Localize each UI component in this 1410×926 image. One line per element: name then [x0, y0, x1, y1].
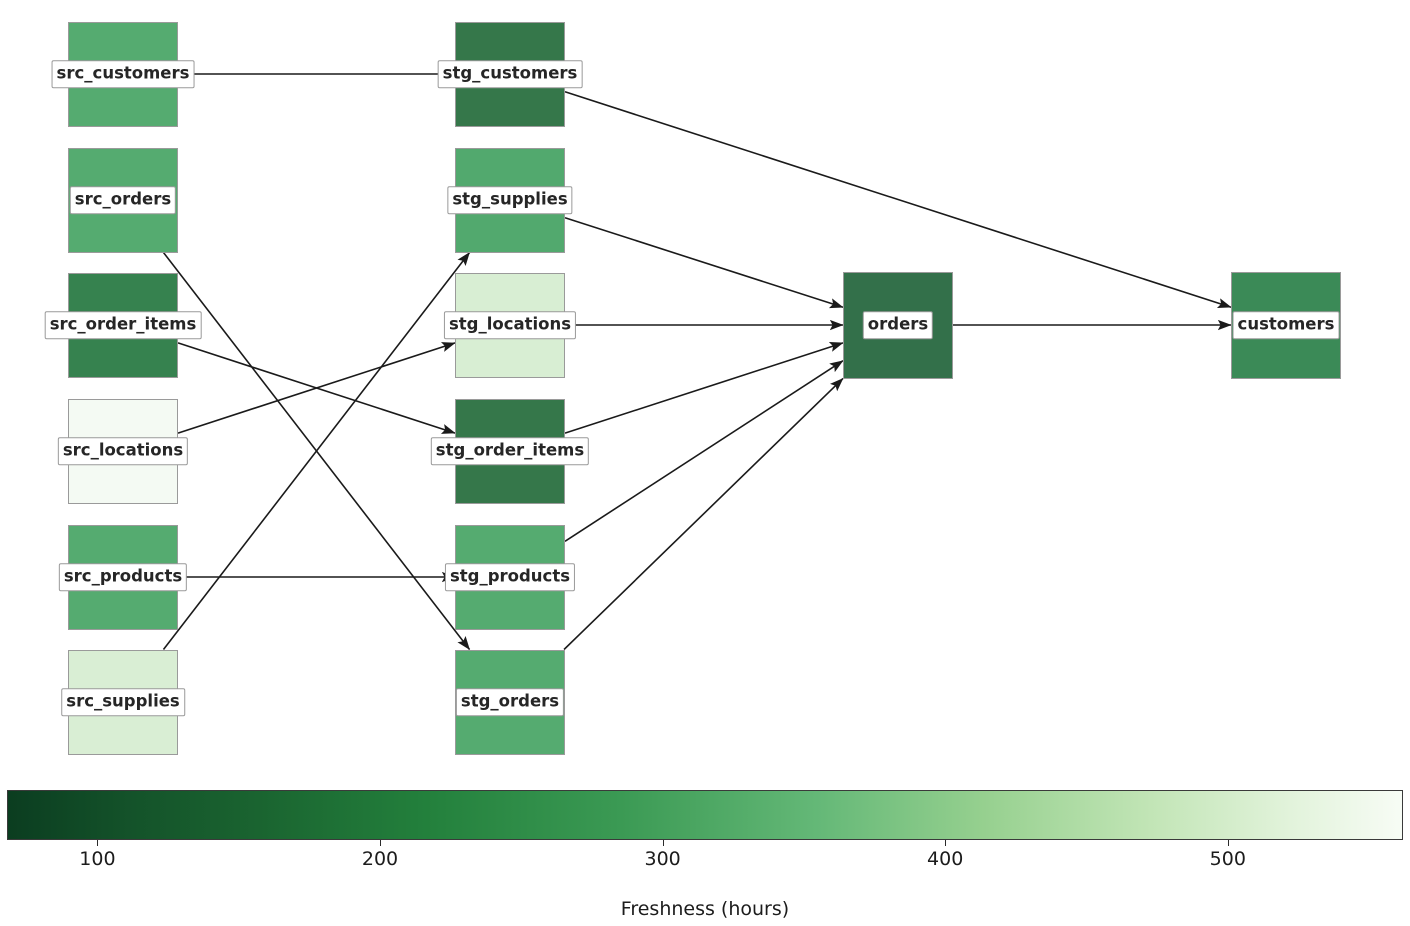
colorbar-tick-mark [380, 840, 382, 846]
node-label-customers[interactable]: customers [1232, 311, 1340, 339]
colorbar-tick-label: 100 [79, 848, 116, 870]
node-label-stg_products[interactable]: stg_products [444, 563, 576, 591]
node-label-stg_order_items[interactable]: stg_order_items [430, 437, 590, 465]
colorbar-tick-label: 300 [644, 848, 681, 870]
node-label-src_supplies[interactable]: src_supplies [61, 688, 185, 716]
edge-src_orders-to-stg_orders [162, 252, 471, 651]
colorbar-tick-label: 500 [1209, 848, 1246, 870]
node-label-stg_customers[interactable]: stg_customers [437, 60, 583, 88]
node-label-src_order_items[interactable]: src_order_items [44, 311, 202, 339]
node-label-stg_supplies[interactable]: stg_supplies [447, 186, 573, 214]
node-label-stg_locations[interactable]: stg_locations [443, 311, 577, 339]
colorbar-tick-label: 200 [361, 848, 399, 870]
colorbar-tick-label: 400 [927, 848, 964, 870]
edges-group [162, 73, 1232, 651]
colorbar: 100 200 300 400 500 Freshness (hours) [0, 786, 1410, 926]
node-label-stg_orders[interactable]: stg_orders [455, 688, 565, 716]
colorbar-tick-mark [945, 840, 947, 846]
edge-stg_orders-to-orders [563, 377, 844, 651]
edge-stg_supplies-to-orders [564, 216, 844, 309]
node-label-src_locations[interactable]: src_locations [57, 437, 189, 465]
colorbar-gradient [7, 790, 1403, 840]
node-label-orders[interactable]: orders [862, 311, 934, 339]
edge-src_supplies-to-stg_supplies [162, 251, 471, 650]
node-label-src_customers[interactable]: src_customers [51, 60, 195, 88]
edge-src_locations-to-stg_locations [177, 342, 456, 434]
colorbar-axis-label: Freshness (hours) [620, 898, 790, 920]
edge-layer [162, 73, 1232, 651]
node-label-src_orders[interactable]: src_orders [69, 186, 177, 214]
edge-stg_products-to-orders [564, 360, 844, 542]
edge-src_order_items-to-stg_order_items [177, 342, 456, 434]
colorbar-tick-mark [97, 840, 99, 846]
node-label-src_products[interactable]: src_products [58, 563, 188, 591]
edge-stg_order_items-to-orders [564, 342, 844, 434]
colorbar-tick-mark [662, 840, 664, 846]
colorbar-tick-mark [1227, 840, 1229, 846]
colorbar-ticks: 100 200 300 400 500 [7, 840, 1403, 880]
